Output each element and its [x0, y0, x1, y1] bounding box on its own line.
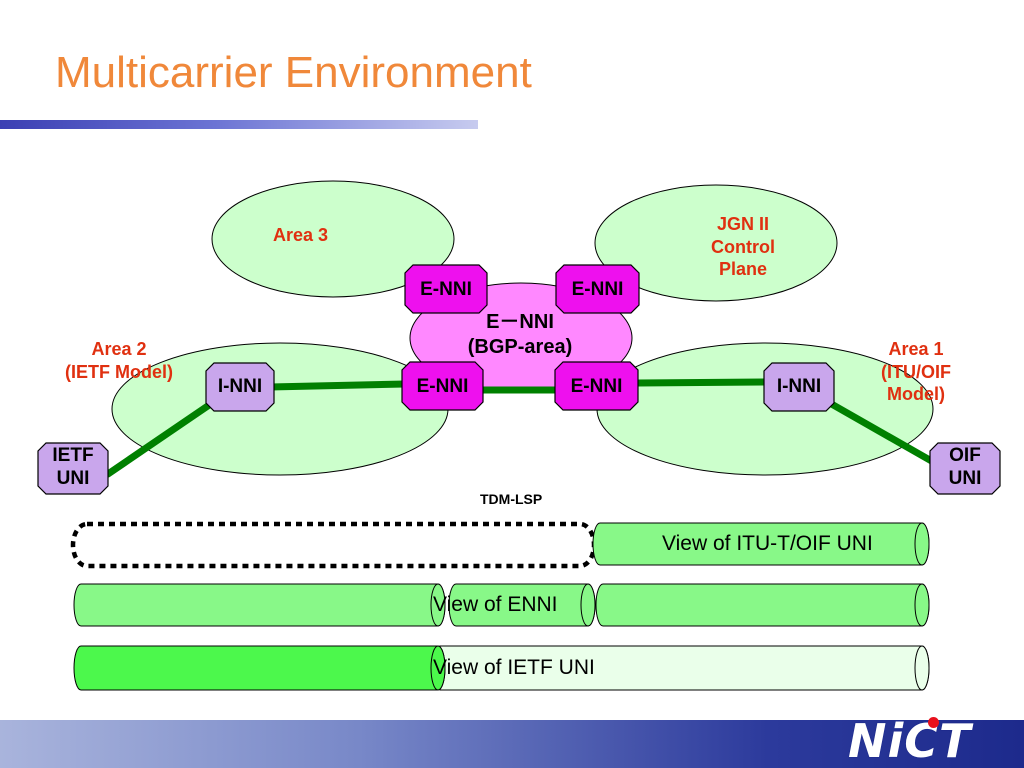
- pipe-enni-mid: [448, 583, 596, 627]
- dotted-path-outline: [70, 521, 597, 569]
- title-rule: [0, 120, 478, 129]
- lsp-links: [104, 378, 939, 478]
- area3-ellipse: [211, 180, 455, 298]
- inni-label-left: I-NNI: [217, 376, 263, 397]
- enni-label-top-left: E-NNI: [420, 279, 472, 300]
- enni-node-top-left: [404, 264, 488, 314]
- link-inni-enni-left: [266, 380, 409, 391]
- pipe-ietf-right: [439, 645, 930, 691]
- area2-label: Area 2(IETF Model): [65, 339, 173, 382]
- jgn-ellipse: [594, 184, 838, 302]
- pipe-itu: [592, 522, 930, 566]
- pipe-enni-right: [595, 583, 930, 627]
- ietf-uni-node: [37, 442, 109, 495]
- enni-label-bottom-left: E-NNI: [416, 376, 469, 397]
- pipe-enni-left: [73, 583, 446, 627]
- link-enni-inni-right: [634, 378, 772, 387]
- enni-node-top-right: [555, 264, 640, 314]
- inni-node-left: [205, 362, 275, 412]
- logo-dot: [928, 717, 939, 728]
- pipe-ietf-left: [73, 645, 446, 691]
- area3-label: Area 3: [273, 225, 329, 245]
- enni-node-bottom-left: [401, 361, 484, 411]
- tdm-lsp-label: TDM-LSP: [480, 491, 543, 507]
- nict-logo: NiCT: [848, 714, 972, 768]
- view-itu-label: View of ITU-T/OIF UNI: [662, 532, 873, 555]
- link-inni-oifuni: [824, 398, 939, 467]
- inni-label-right: I-NNI: [776, 376, 822, 397]
- footer-bar: [0, 720, 1024, 768]
- view-ietf-label: View of IETF UNI: [433, 656, 595, 679]
- center-label: E－NNI(BGP-area): [467, 311, 573, 358]
- view-enni-label: View of ENNI: [433, 593, 558, 616]
- enni-node-bottom-right: [554, 361, 639, 411]
- enni-label-top-right: E-NNI: [571, 279, 624, 300]
- slide-title: Multicarrier Environment: [55, 48, 532, 97]
- inni-node-right: [763, 362, 835, 412]
- enni-label-bottom-right: E-NNI: [570, 376, 623, 397]
- oif-uni-node: [929, 442, 1001, 495]
